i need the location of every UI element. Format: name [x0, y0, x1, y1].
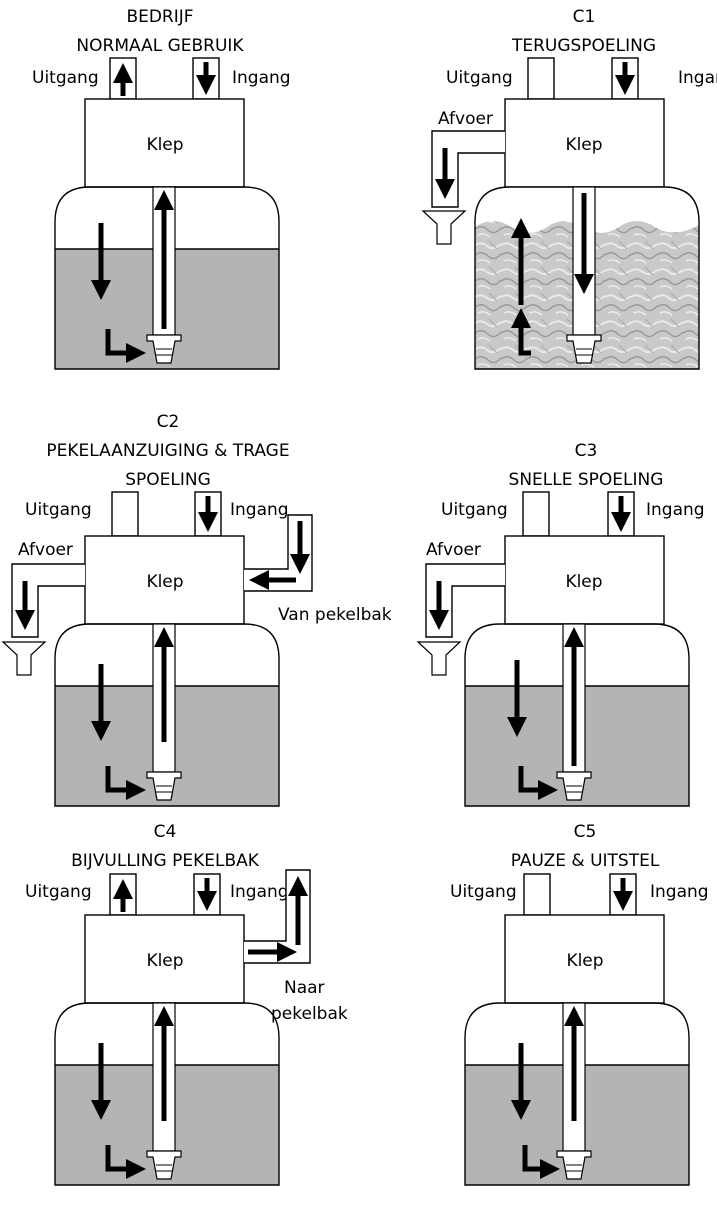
- panel-title-line-1: BEDRIJF: [126, 7, 193, 27]
- panel-title-line-1: C5: [574, 822, 597, 842]
- outlet-pipe: [523, 873, 551, 916]
- panel-bedrijf: BEDRIJF NORMAAL GEBRUIK Uitgang Ingang K…: [32, 7, 291, 370]
- panel-c1: C1 TERUGSPOELING Uitgang Ingang Klep Afv…: [421, 7, 717, 370]
- brine-source-label: Van pekelbak: [278, 605, 392, 625]
- panel-title-line-2: NORMAAL GEBRUIK: [76, 36, 244, 56]
- outlet-label: Uitgang: [25, 500, 92, 520]
- panel-c5: C5 PAUZE & UITSTEL Uitgang Ingang Klep: [450, 822, 709, 1186]
- inlet-label: Ingang: [646, 500, 705, 520]
- panel-title-line-1: C1: [573, 7, 596, 27]
- inlet-label: Ingang: [232, 68, 291, 88]
- valve-box: [84, 914, 245, 1004]
- drain-label: Afvoer: [438, 109, 493, 129]
- outlet-label: Uitgang: [446, 68, 513, 88]
- drain-funnel: [416, 641, 462, 676]
- valve-label: Klep: [565, 135, 602, 155]
- outlet-label: Uitgang: [32, 68, 99, 88]
- panel-title-line-3: SPOELING: [125, 470, 211, 490]
- drain-label: Afvoer: [426, 540, 481, 560]
- panel-c2: C2 PEKELAANZUIGING & TRAGE SPOELING Uitg…: [1, 412, 392, 807]
- outlet-label: Uitgang: [441, 500, 508, 520]
- inlet-label: Ingang: [230, 500, 289, 520]
- panel-title-line-1: C4: [154, 822, 177, 842]
- panel-title-line-1: C2: [157, 412, 180, 432]
- valve-box: [84, 535, 245, 625]
- valve-box: [504, 535, 665, 625]
- brine-target-label-1: Naar: [284, 978, 325, 998]
- valve-box: [504, 98, 665, 188]
- bottom-flow-arrow: [522, 1145, 560, 1179]
- tank: [54, 623, 280, 807]
- tank: [464, 1002, 690, 1186]
- bottom-upflow-arrow: [511, 308, 531, 356]
- outlet-label: Uitgang: [25, 882, 92, 902]
- outlet-pipe: [527, 57, 555, 100]
- outlet-label: Uitgang: [450, 882, 517, 902]
- inlet-label: Ingang: [230, 882, 289, 902]
- panel-title-line-2: PAUZE & UITSTEL: [511, 851, 660, 871]
- panel-c4: C4 BIJVULLING PEKELBAK Uitgang Ingang Kl…: [25, 822, 348, 1186]
- tank: [54, 186, 280, 370]
- valve-box: [84, 98, 245, 188]
- drain-funnel: [1, 641, 47, 676]
- valve-label: Klep: [566, 951, 603, 971]
- bottom-flow-arrow: [105, 766, 146, 800]
- panel-title-line-2: TERUGSPOELING: [511, 36, 656, 56]
- drain-funnel: [421, 210, 467, 245]
- valve-label: Klep: [146, 951, 183, 971]
- bottom-flow-arrow: [518, 766, 558, 800]
- panel-title-line-2: PEKELAANZUIGING & TRAGE: [46, 441, 289, 461]
- outlet-pipe: [111, 491, 139, 537]
- panel-title-line-1: C3: [575, 441, 598, 461]
- valve-label: Klep: [146, 572, 183, 592]
- inlet-label: Ingang: [678, 68, 717, 88]
- outlet-pipe: [522, 491, 550, 537]
- valve-box: [504, 914, 665, 1004]
- bottom-flow-arrow: [105, 329, 146, 363]
- panel-title-line-2: SNELLE SPOELING: [509, 470, 664, 490]
- bottom-flow-arrow: [105, 1145, 146, 1179]
- valve-label: Klep: [565, 572, 602, 592]
- tank: [474, 186, 700, 370]
- tank: [54, 1002, 280, 1186]
- drain-label: Afvoer: [18, 540, 73, 560]
- tank: [464, 623, 690, 807]
- panel-c3: C3 SNELLE SPOELING Uitgang Ingang Klep A…: [416, 441, 705, 807]
- valve-label: Klep: [146, 135, 183, 155]
- inlet-label: Ingang: [650, 882, 709, 902]
- panel-title-line-2: BIJVULLING PEKELBAK: [71, 851, 260, 871]
- brine-target-label-2: pekelbak: [271, 1004, 348, 1024]
